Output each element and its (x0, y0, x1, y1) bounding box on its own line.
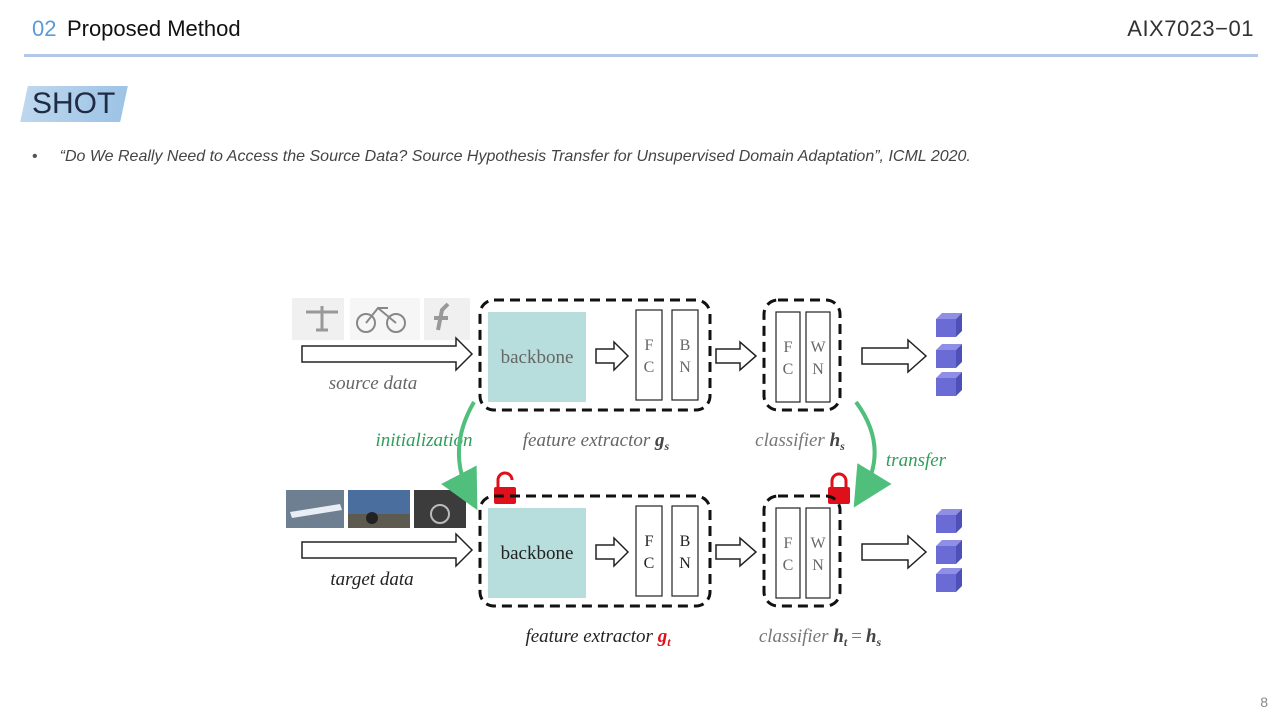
target-feature-extractor-caption: feature extractor gt (525, 626, 671, 649)
source-data-label: source data (329, 373, 417, 394)
locked-lock-icon (828, 472, 850, 504)
initialization-arrow (441, 400, 478, 511)
bicycle-wheel-left (356, 313, 376, 333)
target-classifier-box (762, 494, 842, 608)
source-wn-top: W (810, 339, 826, 356)
page-number: 8 (1260, 694, 1268, 710)
source-backbone-label: backbone (501, 347, 574, 368)
citation-bullet: • “Do We Really Need to Access the Source… (32, 148, 971, 166)
motorbike-photo-wheel (366, 512, 378, 524)
slide-title: SHOT (32, 87, 116, 120)
unlocked-lock-icon (494, 471, 516, 504)
target-bn-layer (671, 505, 699, 597)
citation-text: “Do We Really Need to Access the Source … (59, 148, 971, 165)
target-backbone-to-fc-arrow (595, 536, 630, 568)
target-classifier-fc-top: F (784, 535, 793, 552)
source-feature-extractor-box (478, 298, 712, 412)
target-classifier-caption: classifier ht=hs (759, 626, 882, 649)
target-data-label: target data (330, 569, 413, 590)
source-extractor-to-classifier-arrow (715, 340, 758, 372)
source-classifier-fc-top: F (784, 339, 793, 356)
output-cube (936, 344, 962, 368)
source-wn-layer (805, 311, 831, 403)
target-wn-bottom: N (812, 557, 824, 574)
bicycle-frame (365, 306, 397, 324)
target-wn-layer (805, 507, 831, 599)
output-cube (936, 313, 962, 337)
airplane-sketch (306, 306, 338, 332)
source-backbone-to-fc-arrow (595, 340, 630, 372)
source-image-airplane (292, 298, 344, 340)
bicycle-wheel-right (386, 313, 406, 333)
target-fc-layer (635, 505, 663, 597)
target-bn-bottom: N (679, 555, 691, 572)
target-extractor-to-classifier-arrow (715, 536, 758, 568)
target-images (286, 490, 466, 528)
target-fc-bottom: C (644, 555, 655, 572)
target-backbone-block (488, 508, 586, 598)
source-fc-bottom: C (644, 359, 655, 376)
target-fc-top: F (645, 533, 654, 550)
motorbike-photo-ground (348, 514, 410, 528)
source-fc-layer (635, 309, 663, 401)
target-bn-top: B (680, 533, 691, 550)
source-images (292, 298, 470, 340)
section-title: Proposed Method (66, 16, 241, 41)
bicycle-photo-wheel (430, 504, 450, 524)
bullet-dot: • (32, 148, 38, 165)
source-classifier-caption: classifier hs (755, 430, 845, 453)
target-input-arrow (301, 532, 474, 568)
target-classifier-fc-layer (775, 507, 801, 599)
target-feature-extractor-box (478, 494, 712, 608)
output-cube (936, 540, 962, 564)
output-cube (936, 509, 962, 533)
source-bn-top: B (680, 337, 691, 354)
source-bn-bottom: N (679, 359, 691, 376)
transfer-label: transfer (886, 450, 947, 471)
section-number: 02 (32, 16, 57, 41)
initialization-label: initialization (375, 430, 472, 451)
output-cube (936, 568, 962, 592)
output-cube (936, 372, 962, 396)
target-wn-top: W (810, 535, 826, 552)
target-backbone-label: backbone (501, 543, 574, 564)
header-divider (24, 54, 1258, 57)
target-output-arrow (861, 534, 928, 570)
source-classifier-fc-bottom: C (783, 361, 794, 378)
source-fc-top: F (645, 337, 654, 354)
target-classifier-fc-bottom: C (783, 557, 794, 574)
source-classifier-fc-layer (775, 311, 801, 403)
transfer-arrow (853, 400, 892, 508)
slide-header: 02 Proposed Method AIX7023−01 (32, 16, 1254, 52)
slide-title-tag: SHOT (20, 86, 128, 122)
source-bn-layer (671, 309, 699, 401)
motorbike-sketch (434, 302, 450, 331)
airplane-photo-shape (290, 504, 342, 518)
target-output-cubes (936, 509, 962, 592)
source-image-bicycle (350, 298, 420, 340)
source-input-arrow (301, 336, 474, 372)
source-backbone-block (488, 312, 586, 402)
course-code: AIX7023−01 (1127, 16, 1254, 41)
source-output-cubes (936, 313, 962, 396)
source-classifier-box (762, 298, 842, 412)
source-output-arrow (861, 338, 928, 374)
source-wn-bottom: N (812, 361, 824, 378)
source-feature-extractor-caption: feature extractor gs (523, 430, 670, 453)
